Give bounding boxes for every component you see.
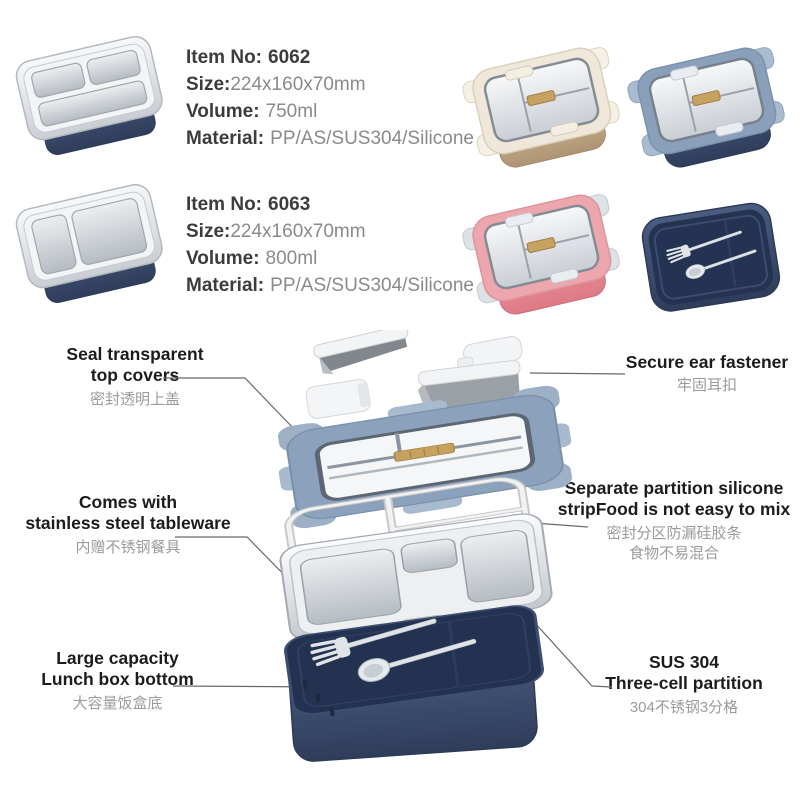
spec-size: Size:224x160x70mm [186, 74, 366, 95]
product-photo-open-2-compartment [8, 178, 178, 323]
spec-size: Size:224x160x70mm [186, 221, 366, 242]
leader-line-secure-ear-fastener [529, 372, 626, 375]
spec-material: Material:PP/AS/SUS304/Silicone [186, 275, 474, 296]
product-photo-closed-pink [462, 185, 627, 330]
product-photo-closed-blue [627, 38, 792, 183]
lunch-box-bottom [283, 605, 545, 762]
spec-item-no: Item No:6063 [186, 194, 311, 215]
lid-top-cover [278, 385, 572, 529]
product-photo-navy-with-cutlery [627, 185, 792, 330]
product-photo-open-3-compartment [8, 30, 178, 175]
stainless-tray-three-cell [279, 513, 553, 641]
product-photo-closed-khaki [462, 38, 627, 183]
spec-volume: Volume:750ml [186, 101, 318, 122]
spec-volume: Volume:800ml [186, 248, 318, 269]
spec-item-no: Item No:6062 [186, 47, 311, 68]
leader-line-partition-strip [533, 522, 589, 528]
spec-material: Material:PP/AS/SUS304/Silicone [186, 128, 474, 149]
annotation-secure-ear-fastener: Secure ear fastener 牢固耳扣 [625, 352, 789, 395]
product-specs-6063: Item No:6063 Size:224x160x70mm Volume:80… [186, 191, 474, 299]
product-specs-6062: Item No:6062 Size:224x160x70mm Volume:75… [186, 44, 474, 152]
exploded-diagram [0, 330, 800, 800]
